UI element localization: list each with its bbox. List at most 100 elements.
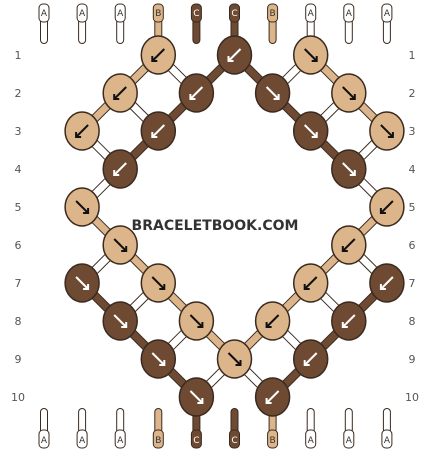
knot-arrowhead-icon [311, 132, 318, 138]
knot-arrowhead-icon [349, 94, 356, 100]
knot-arrowhead-icon [273, 94, 280, 100]
knot [140, 263, 177, 303]
knot-arrowhead-icon [113, 94, 120, 100]
knot-arrow-icon [342, 238, 356, 252]
row-number-right: 6 [409, 239, 416, 252]
knot-arrow-icon [342, 314, 356, 328]
knot [216, 35, 253, 75]
strand-label-bottom-4: C [193, 436, 199, 446]
knot-arrowhead-icon [159, 360, 166, 366]
knot-arrowhead-icon [341, 246, 348, 252]
knot-arrow-icon [227, 352, 242, 366]
knot-arrowhead-icon [151, 56, 158, 62]
strand-label-bottom-1: A [79, 436, 86, 446]
knot-arrowhead-icon [227, 56, 234, 62]
knot [369, 111, 405, 151]
knot-arrow-icon [113, 162, 127, 176]
knot [331, 225, 367, 265]
strand-bottom-cap [305, 429, 317, 449]
strand-label-bottom-2: A [117, 436, 124, 446]
knot-layer [64, 35, 405, 417]
knot-arrowhead-icon [159, 284, 166, 290]
knot-arrow-icon [380, 200, 394, 214]
knot-arrow-icon [113, 238, 127, 252]
strand-label-top-7: A [308, 9, 315, 19]
knot [178, 301, 215, 341]
knot-arrowhead-icon [265, 322, 272, 328]
knot [292, 35, 329, 75]
strand-label-top-9: A [384, 9, 391, 19]
knot-arrow-icon [151, 276, 166, 290]
knot [102, 149, 138, 189]
knot-arrowhead-icon [75, 132, 82, 138]
strand-label-top-1: A [79, 9, 86, 19]
knot [292, 339, 329, 379]
row-number-right: 7 [409, 277, 416, 290]
strand-label-top-4: C [193, 9, 199, 19]
knot [64, 187, 100, 227]
knot-arrowhead-icon [121, 246, 128, 252]
knot-arrow-icon [113, 86, 127, 100]
strand-top-cap [305, 3, 317, 23]
strand-label-top-6: B [270, 9, 276, 19]
row-number-left: 8 [15, 315, 22, 328]
knot-arrow-icon [151, 48, 166, 62]
strand-bottom-cap [381, 429, 393, 449]
knot [331, 301, 367, 341]
strand-bottom-cap [267, 429, 279, 449]
knot-arrow-icon [265, 390, 280, 404]
strand-bottom-cap [38, 429, 50, 449]
knot [254, 73, 291, 113]
knot [254, 377, 291, 417]
strand-top-cap [190, 3, 202, 23]
knot [369, 263, 405, 303]
knot-arrowhead-icon [379, 284, 386, 290]
strand-bottom-cap [343, 429, 355, 449]
strand-bottom-cap [152, 429, 164, 449]
strand-top-cap [76, 3, 88, 23]
strand-label-top-5: C [231, 9, 237, 19]
knot-arrow-icon [75, 200, 89, 214]
row-number-right: 9 [409, 353, 416, 366]
strand-bottom-cap [229, 429, 240, 449]
knot-arrowhead-icon [311, 56, 318, 62]
knot [331, 149, 367, 189]
row-number-right: 10 [405, 391, 419, 404]
knot [292, 111, 329, 151]
knot [64, 111, 100, 151]
row-number-left: 9 [15, 353, 22, 366]
strand-label-bottom-8: A [346, 436, 353, 446]
row-number-right: 1 [409, 49, 416, 62]
knot [331, 73, 367, 113]
knot-arrow-icon [189, 314, 204, 328]
strand-top-cap [114, 3, 126, 23]
knot-arrow-icon [189, 390, 204, 404]
knot [292, 263, 329, 303]
knot-arrowhead-icon [121, 322, 128, 328]
strand-label-bottom-5: C [231, 436, 237, 446]
knot [140, 35, 177, 75]
knot-arrowhead-icon [265, 398, 272, 404]
row-number-left: 5 [15, 201, 22, 214]
strand-top-cap [152, 3, 164, 23]
knot [140, 339, 177, 379]
knot [140, 111, 177, 151]
strand-label-bottom-3: B [155, 436, 161, 446]
knot-arrow-icon [75, 276, 89, 290]
row-number-right: 8 [409, 315, 416, 328]
row-number-left: 7 [15, 277, 22, 290]
knot-arrowhead-icon [379, 208, 386, 214]
knot-arrowhead-icon [387, 132, 394, 138]
knot-arrowhead-icon [235, 360, 242, 366]
row-number-left: 1 [15, 49, 22, 62]
knot-arrowhead-icon [83, 208, 90, 214]
row-number-left: 6 [15, 239, 22, 252]
knot-arrow-icon [342, 162, 356, 176]
row-number-left: 2 [15, 87, 22, 100]
knot [102, 73, 138, 113]
strand-bottom-cap [76, 429, 88, 449]
knot-arrow-icon [303, 48, 318, 62]
knot [216, 339, 253, 379]
